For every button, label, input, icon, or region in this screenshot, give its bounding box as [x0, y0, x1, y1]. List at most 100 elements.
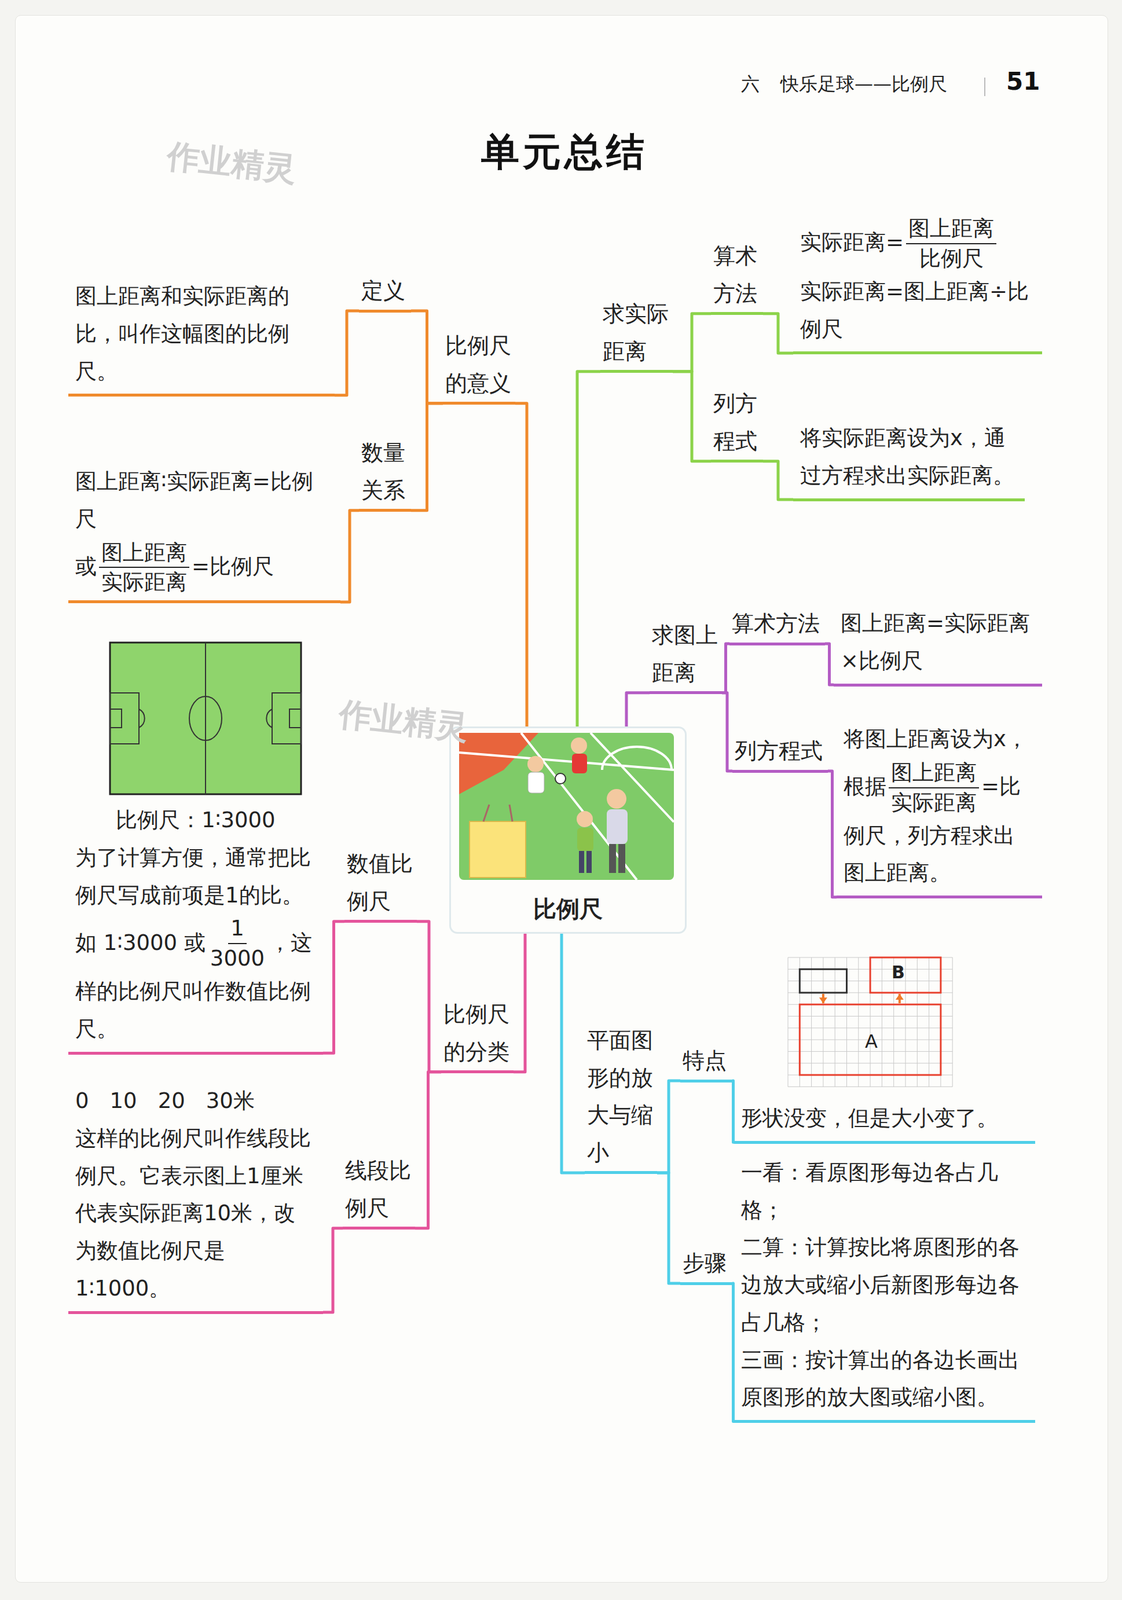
node-text: 算术方法	[731, 610, 820, 637]
branch-line	[323, 1228, 343, 1313]
branch-leaf: 实际距离=图上距离比例尺实际距离=图上距离÷比例尺	[793, 214, 1043, 355]
chapter-number: 六	[741, 71, 760, 98]
branch-line	[763, 461, 794, 500]
node-text: 这样的比例尺叫作线段比例尺。它表示图上1厘米代表实际距离10米，改为数值比例尺是…	[75, 1126, 311, 1301]
node-text: 比例尺：1∶3000	[115, 807, 275, 833]
branch-line	[827, 771, 837, 898]
node-text: 三画：按计算出的各边长画出原图形的放大图或缩小图。	[741, 1347, 1020, 1411]
node-text: 图上距离	[99, 538, 190, 569]
page-number: 51	[1006, 67, 1040, 96]
branch-line	[672, 313, 711, 372]
branch-label: 线段比例尺	[342, 1152, 416, 1230]
figure-label: A	[864, 1030, 878, 1053]
node-text: 为了计算方便，通常把比例尺写成前项是1的比。	[75, 845, 311, 908]
node-text: 求实际距离	[602, 301, 669, 365]
branch-line	[340, 510, 359, 603]
branch-leaf: 将实际距离设为x，通过方程求出实际距离。	[793, 419, 1025, 502]
node-text: 步骤	[682, 1250, 727, 1276]
node-text: 一看：看原图形每边各占几格；	[741, 1160, 999, 1223]
branch-label: 算术方法	[710, 237, 764, 315]
branch-line	[561, 933, 585, 1173]
branch-label: 列方程式	[732, 732, 828, 773]
node-text: 比例尺	[917, 244, 986, 274]
header-separator	[984, 77, 986, 97]
node-text: 0	[75, 1088, 90, 1114]
branch-leaf: 图上距离∶实际距离=比例尺或图上距离实际距离=比例尺	[68, 463, 341, 604]
branch-line	[323, 921, 345, 1054]
branch-label: 平面图形的放大与缩小	[584, 1021, 658, 1175]
branch-label: 求图上距离	[649, 616, 722, 695]
branch-line	[721, 643, 730, 693]
branch-line	[721, 693, 733, 772]
branch-label: 步骤	[680, 1244, 733, 1286]
node-text: 30米	[206, 1088, 255, 1114]
branch-label: 数量关系	[358, 434, 412, 512]
branch-line	[513, 933, 526, 1073]
node-text: 列方程式	[734, 738, 823, 764]
branch-leaf: 图上距离=实际距离×比例尺	[833, 605, 1043, 687]
branch-line	[411, 310, 443, 404]
node-text: 10	[110, 1088, 138, 1114]
fraction: 图上距离实际距离	[888, 758, 979, 818]
branch-line	[577, 371, 601, 727]
branch-label: 特点	[680, 1042, 733, 1083]
node-text: 比例尺	[533, 895, 603, 923]
branch-leaf: 0 10 20 30米这样的比例尺叫作线段比例尺。它表示图上1厘米代表实际距离10米，…	[68, 1082, 324, 1315]
branch-label: 列方程式	[710, 385, 764, 463]
node-text: 将实际距离设为x，通过方程求出实际距离。	[800, 425, 1015, 489]
center-illustration	[459, 732, 674, 880]
branch-label: 求实际距离	[600, 295, 673, 373]
branch-leaf: 形状没变，但是大小变了。	[734, 1100, 1036, 1144]
fraction: 13000	[207, 914, 267, 974]
chapter-title: 快乐足球——比例尺	[780, 71, 948, 98]
node-text: 实际距离=	[800, 229, 904, 255]
branch-line	[657, 1080, 681, 1173]
node-text: =比例尺	[191, 554, 274, 579]
node-text: 图上距离∶实际距离=比例尺	[75, 468, 314, 532]
node-text: 实际距离	[99, 567, 190, 597]
node-text: 如 1∶3000 或	[75, 930, 206, 956]
node-text: 形状没变，但是大小变了。	[741, 1105, 999, 1131]
central-topic: 比例尺	[449, 726, 687, 934]
branch-label: 比例尺的意义	[442, 327, 516, 405]
node-text: 比例尺的意义	[445, 332, 512, 396]
soccer-field	[110, 642, 302, 795]
node-text: 特点	[682, 1047, 727, 1074]
fraction: 图上距离比例尺	[906, 214, 997, 274]
branch-label: 比例尺的分类	[441, 995, 514, 1074]
node-text: 图上距离=实际距离×比例尺	[840, 610, 1030, 674]
node-text: 20	[158, 1088, 186, 1114]
branch-label: 数值比例尺	[344, 845, 417, 923]
node-text: 或	[75, 554, 97, 579]
node-text: 列方程式	[713, 390, 758, 454]
node-text: 数量关系	[361, 440, 406, 504]
branch-label: 算术方法	[729, 605, 825, 646]
node-text: 二算：计算按比将原图形的各边放大或缩小后新图形每边各占几格；	[741, 1234, 1020, 1336]
node-text: 图上距离	[888, 758, 979, 789]
branch-leaf: 图上距离和实际距离的比，叫作这幅图的比例尺。	[68, 277, 335, 397]
node-text: 实际距离=图上距离÷比例尺	[800, 279, 1029, 342]
branch-line	[825, 643, 834, 685]
branch-line	[763, 313, 794, 354]
branch-leaf: 一看：看原图形每边各占几格； 二算：计算按比将原图形的各边放大或缩小后新图形每边各…	[734, 1154, 1036, 1424]
branch-line	[416, 921, 442, 1073]
grid-figure	[787, 957, 953, 1087]
node-text: =	[981, 774, 1000, 799]
branch-label: 定义	[358, 272, 412, 313]
branch-leaf: 比例尺：1∶3000 为了计算方便，通常把比例尺写成前项是1的比。如 1∶3000…	[68, 801, 324, 1055]
node-text: 数值比例尺	[346, 851, 413, 915]
figure-label: B	[891, 962, 905, 983]
node-text: 定义	[361, 277, 406, 304]
node-text: 3000	[207, 944, 267, 974]
branch-line	[334, 310, 359, 396]
branch-line	[626, 693, 650, 727]
node-text: 比例尺的分类	[443, 1001, 510, 1065]
node-text: 算术方法	[713, 243, 758, 307]
node-text: 1	[228, 914, 247, 945]
branch-line	[657, 1172, 681, 1284]
node-text: 线段比例尺	[345, 1157, 412, 1221]
node-text: 图上距离	[906, 214, 997, 245]
branch-line	[415, 1072, 442, 1229]
branch-leaf: 将图上距离设为x，根据图上距离实际距离=比例尺，列方程求出图上距离。	[836, 720, 1043, 899]
